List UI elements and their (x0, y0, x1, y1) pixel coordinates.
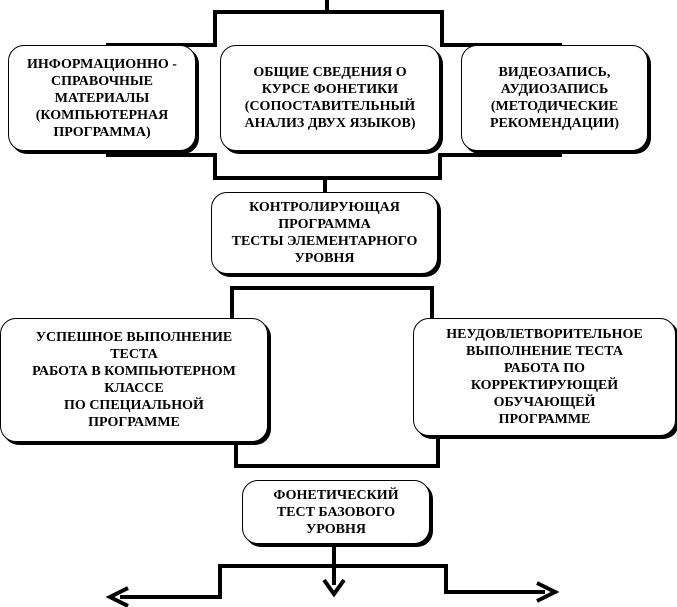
box-control-program: КОНТРОЛИРУЮЩАЯ ПРОГРАММА ТЕСТЫ ЭЛЕМЕНТАР… (211, 192, 438, 274)
arrow-head-down-icon (322, 578, 346, 598)
arrow-head-right-icon (536, 581, 560, 603)
connector-row2-top (230, 286, 434, 318)
box-video-audio: ВИДЕОЗАПИСЬ, АУДИОЗАПИСЬ (МЕТОДИЧЕСКИЕ Р… (461, 45, 648, 151)
box-phonetics-course: ОБЩИЕ СВЕДЕНИЯ О КУРСЕ ФОНЕТИКИ (СОПОСТА… (220, 45, 440, 151)
connector-row2-bottom (234, 436, 440, 468)
box-phonetic-test: ФОНЕТИЧЕСКИЙ ТЕСТ БАЗОВОГО УРОВНЯ (242, 480, 430, 544)
arrow-head-left-icon (105, 586, 129, 607)
box-info-materials: ИНФОРМАЦИОННО - СПРАВОЧНЫЕ МАТЕРИАЛЫ (КО… (8, 45, 196, 151)
box-successful-test: УСПЕШНОЕ ВЫПОЛНЕНИЕ ТЕСТА РАБОТА В КОМПЬ… (0, 318, 268, 442)
box-unsatisfactory-test: НЕУДОВЛЕТВОРИТЕЛЬНОЕ ВЫПОЛНЕНИЕ ТЕСТА РА… (413, 318, 676, 436)
connector-row1-bottom (106, 150, 562, 180)
